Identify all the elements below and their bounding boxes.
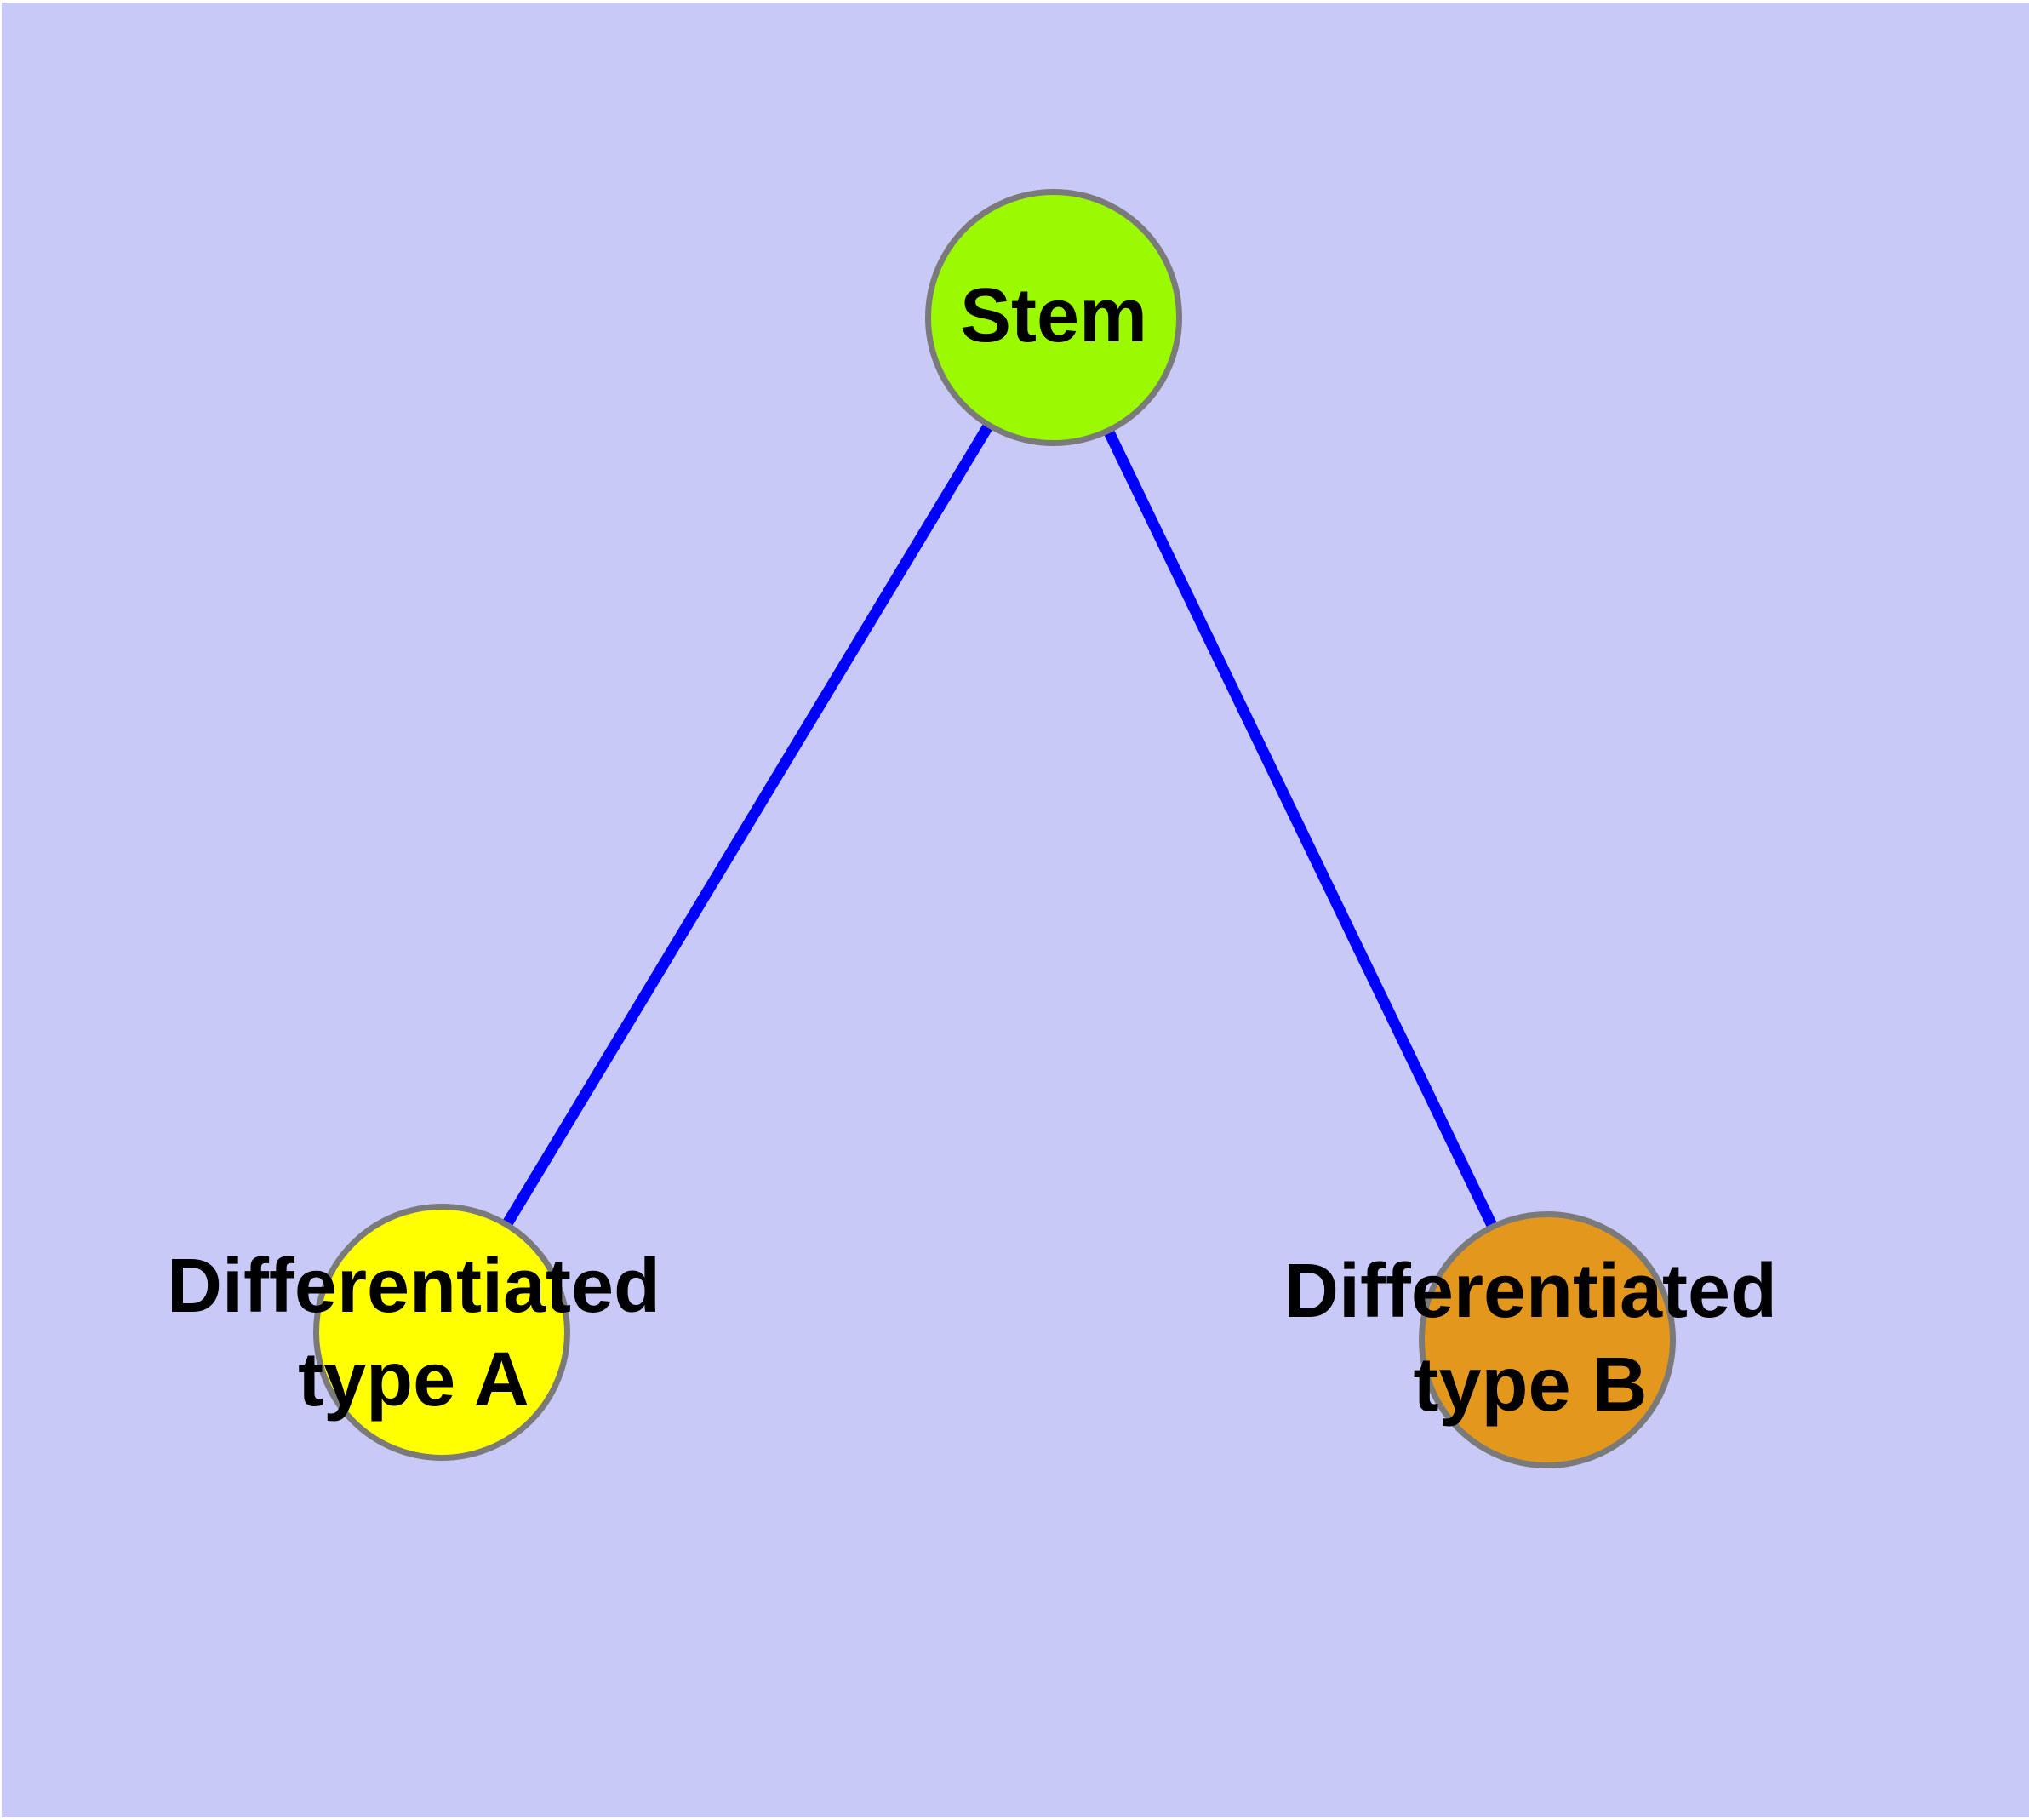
edge-stem-to-type-a	[437, 314, 1059, 1336]
node-differentiated-type-a	[313, 1204, 570, 1461]
node-stem	[925, 189, 1182, 446]
node-differentiated-type-b	[1419, 1211, 1676, 1468]
edge-stem-to-type-b	[1049, 315, 1552, 1342]
